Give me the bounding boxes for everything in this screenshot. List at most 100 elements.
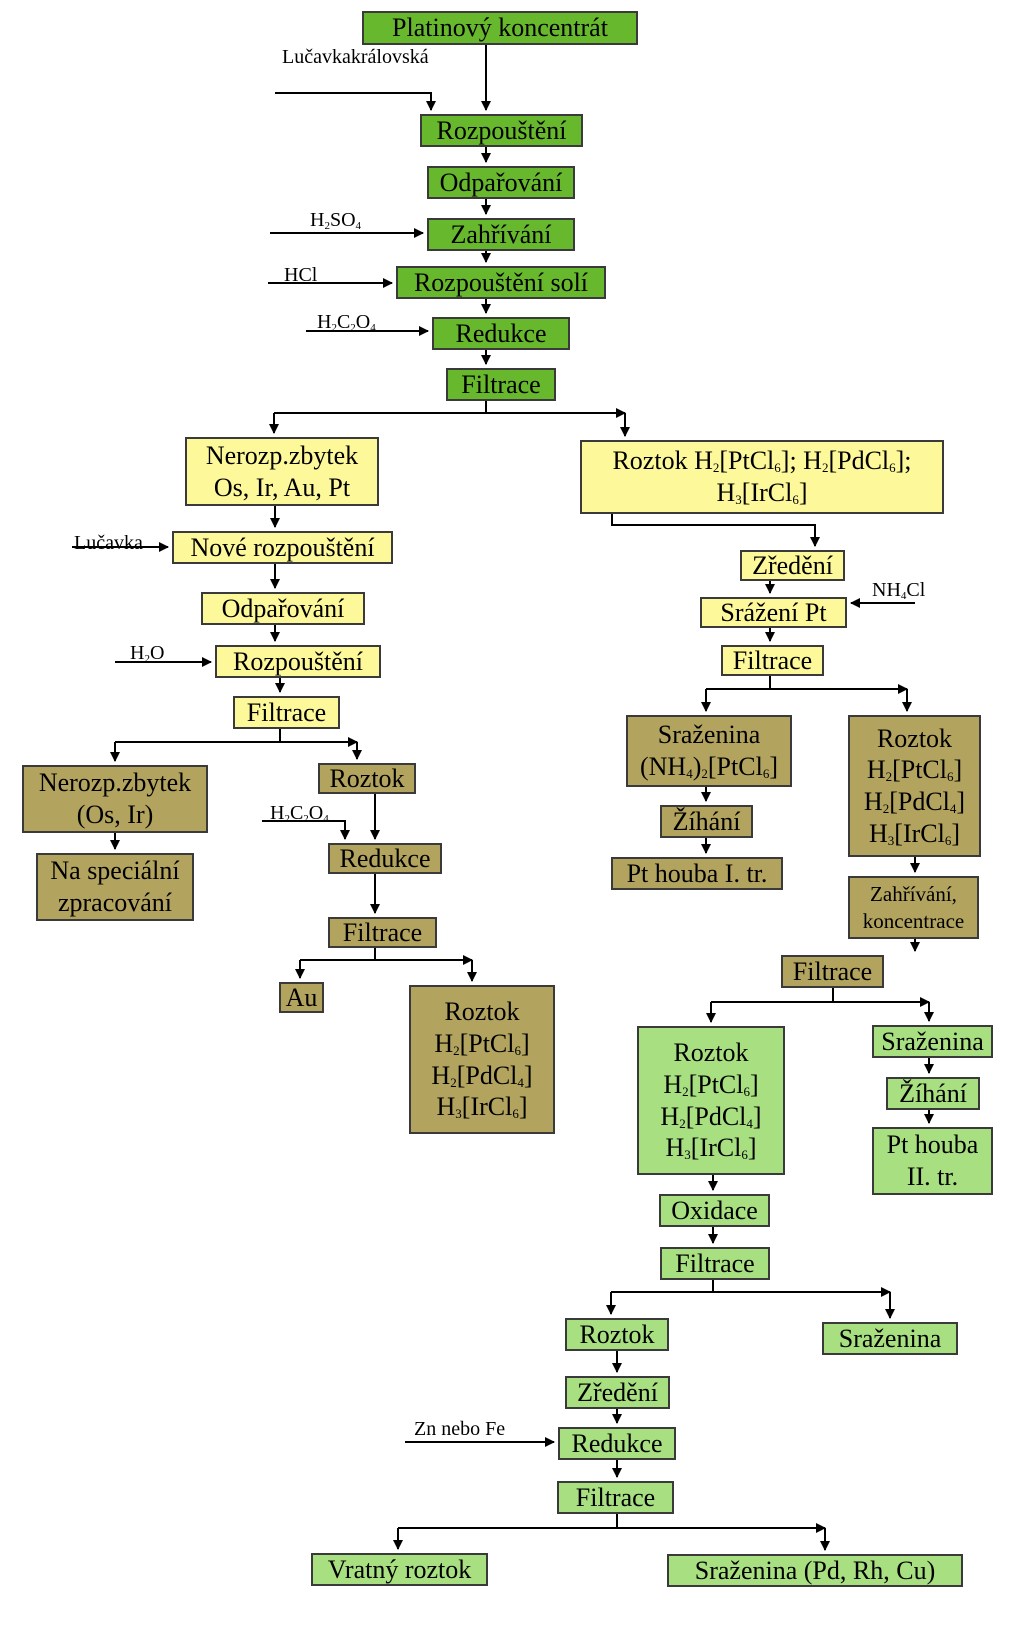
label-line: H2[PdCl4]	[863, 787, 966, 816]
node-vratny-roztok: Vratný roztok	[311, 1553, 488, 1586]
reagent-h2o: H2O	[130, 643, 164, 665]
label-line: Odpařování	[221, 593, 345, 623]
label-line: Žíhání	[672, 806, 741, 836]
node-platinovy-koncentrat: Platinový koncentrát	[362, 11, 638, 45]
label-line: Redukce	[455, 318, 547, 348]
node-filtrace: Filtrace	[781, 955, 884, 988]
flow-arrow	[711, 988, 929, 1002]
label-line: H2[PdCl4]	[660, 1101, 762, 1131]
node-zredeni: Zředění	[565, 1376, 670, 1409]
node-au: Au	[279, 982, 324, 1013]
node-oxidace: Oxidace	[659, 1194, 770, 1227]
node-zahrivani: Zahřívání	[427, 218, 575, 251]
label-line: Rozpouštění solí	[413, 267, 589, 297]
label-line: Filtrace	[575, 1482, 656, 1512]
node-filtrace: Filtrace	[233, 696, 340, 729]
node-rozpousteni: Rozpouštění	[215, 645, 381, 678]
label-line: Platinový koncentrát	[392, 13, 608, 43]
label-line: Rozpouštění	[233, 646, 363, 676]
label-line: Filtrace	[342, 917, 423, 947]
node-roztok-chloro-complexes: Roztok H2[PtCl6]; H2[PdCl6];H3[IrCl6]	[580, 440, 944, 514]
label-line: H3[IrCl6]	[716, 478, 808, 507]
flow-arrow	[300, 948, 472, 960]
node-nove-rozpousteni: Nové rozpouštění	[172, 531, 393, 564]
label-line: Vratný roztok	[327, 1554, 472, 1584]
node-roztok: Roztok	[565, 1318, 669, 1351]
node-filtrace: Filtrace	[446, 368, 556, 401]
node-redukce: Redukce	[558, 1427, 676, 1460]
label-line: H2[PtCl6]	[866, 755, 963, 785]
label-line: (NH4)2[PtCl6]	[640, 752, 778, 781]
flow-arrow	[398, 1514, 825, 1528]
label-line: Zahřívání	[450, 219, 552, 249]
label-line: H2SO4	[310, 209, 362, 232]
label-line: Nerozp.zbytek	[38, 768, 192, 798]
flow-arrow	[611, 1280, 890, 1292]
label-line: Filtrace	[461, 369, 541, 399]
label-line: H2C2O4	[270, 802, 329, 825]
label-line: Redukce	[571, 1428, 663, 1458]
flow-arrow	[611, 514, 820, 547]
flow-arrow	[115, 729, 357, 742]
node-zihani: Žíhání	[660, 805, 753, 838]
label-line: Au	[285, 982, 318, 1012]
label-line: Oxidace	[671, 1195, 758, 1225]
label-line: Roztok	[876, 723, 953, 753]
label-line: Sraženina	[838, 1323, 942, 1353]
label-line: II. tr.	[906, 1162, 959, 1191]
node-roztok: Roztok	[318, 763, 416, 794]
node-odparovani: Odpařování	[427, 166, 575, 199]
node-srazenina: Sraženina	[822, 1322, 958, 1355]
label-line: koncentrace	[862, 908, 965, 933]
label-line: H3[IrCl6]	[869, 818, 960, 848]
label-line: Roztok	[329, 763, 405, 793]
label-line: zpracování	[57, 888, 173, 917]
flow-arrow	[262, 820, 350, 840]
label-line: H2[PtCl6]	[434, 1028, 530, 1058]
label-line: H3[IrCl6]	[436, 1092, 528, 1122]
node-rozpousteni: Rozpouštění	[420, 114, 583, 147]
reagent-zn-nebo-fe: Zn nebo Fe	[414, 1419, 505, 1440]
label-line: (Os, Ir)	[76, 800, 154, 829]
label-line: Roztok H2[PtCl6]; H2[PdCl6];	[612, 446, 912, 476]
label-line: Pt houba	[886, 1130, 979, 1160]
label-line: Os, Ir, Au, Pt	[213, 472, 351, 502]
node-odparovani: Odpařování	[201, 592, 365, 625]
flow-arrow	[274, 401, 625, 413]
label-line: Filtrace	[792, 956, 873, 986]
node-redukce: Redukce	[328, 843, 442, 874]
label-line: Lučavka	[74, 532, 143, 554]
label-line: Sraženina	[657, 720, 761, 750]
label-line: Rozpouštění	[436, 115, 567, 145]
reagent-hcl: HCl	[284, 265, 317, 286]
reagent-lucavka: Lučavka	[74, 533, 143, 554]
node-zredeni: Zředění	[740, 550, 845, 581]
label-line: Roztok	[444, 997, 520, 1027]
label-line: NH4Cl	[872, 579, 926, 602]
node-pt-houba-i-tr: Pt houba I. tr.	[611, 857, 783, 890]
node-srazenina-ammonium-hexachloroplatinate: Sraženina(NH4)2[PtCl6]	[626, 715, 792, 787]
label-line: Filtrace	[675, 1248, 755, 1278]
label-line: Filtrace	[732, 645, 813, 675]
label-line: Sraženina	[881, 1026, 984, 1056]
label-line: H2[PtCl6]	[663, 1069, 759, 1099]
label-line: Zn nebo Fe	[414, 1418, 506, 1440]
label-line: Roztok	[673, 1038, 749, 1068]
label-line: Pt houba I. tr.	[626, 858, 768, 888]
label-line: Nerozp.zbytek	[205, 440, 359, 470]
flow-arrow	[706, 676, 907, 689]
label-line: Filtrace	[246, 697, 327, 727]
label-line: Zahřívání,	[870, 882, 957, 907]
reagent-lucavka-kralovska: Lučavkakrálovská	[282, 47, 429, 68]
label-line: H2C2O4	[317, 311, 376, 334]
node-filtrace: Filtrace	[660, 1247, 770, 1280]
node-redukce: Redukce	[432, 317, 570, 350]
flow-arrow	[275, 92, 436, 111]
label-line: královská	[350, 46, 429, 68]
node-filtrace: Filtrace	[328, 917, 437, 948]
